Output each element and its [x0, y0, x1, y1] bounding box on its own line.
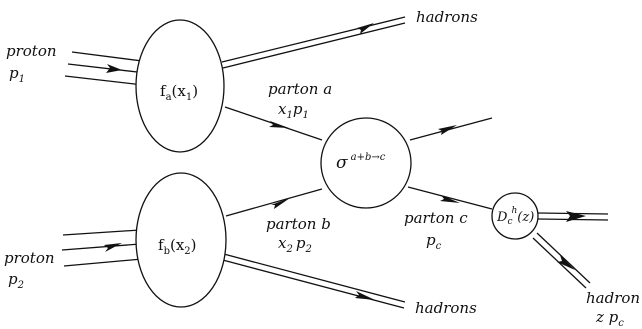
p2-label: p2 [8, 270, 24, 291]
parton-b-arrow [271, 198, 290, 209]
parton-b-line [225, 188, 323, 217]
parton-a-label: parton a [268, 80, 332, 98]
p1-label: p1 [9, 64, 25, 85]
hadrons-bottom-lines [218, 252, 406, 309]
parton-a-momentum: x1p1 [278, 100, 309, 121]
d-out-down-lines [532, 232, 591, 289]
proton1-arrow [106, 64, 122, 73]
sigma-blob [320, 117, 412, 209]
zpc-label: z pc [595, 308, 624, 329]
sigma-out-line [409, 117, 493, 141]
hadrons-bottom-arrow [355, 291, 375, 300]
proton1-lines [64, 51, 151, 86]
pc-label: pc [426, 231, 442, 252]
proton2-arrow [104, 243, 122, 252]
d-label: Dch(z) [496, 206, 534, 227]
hadrons-top-arrow [357, 23, 374, 34]
hadrons-top-lines [221, 16, 406, 69]
parton-c-arrow [440, 195, 460, 203]
sigma-out-arrow [438, 125, 457, 135]
proton2-label: proton [4, 249, 55, 267]
d-blob [491, 192, 539, 240]
hadron-label: hadron [586, 289, 640, 307]
parton-c-label: parton c [404, 209, 468, 227]
proton2-lines [61, 229, 143, 267]
hadrons-bottom-label: hadrons [415, 299, 477, 317]
parton-a-arrow [269, 121, 289, 128]
fa-blob [135, 19, 225, 153]
d-out-right-lines [537, 211, 609, 222]
d-out-down-arrow [557, 255, 575, 270]
parton-a-line [224, 106, 323, 141]
d-out-right-arrow [566, 211, 586, 222]
hadrons-top-label: hadrons [416, 8, 478, 26]
parton-c-line [407, 186, 493, 210]
parton-b-label: parton b [266, 215, 331, 233]
proton1-label: proton [6, 42, 57, 60]
fb-label: fb(x2) [158, 236, 197, 257]
fa-label: fa(x1) [160, 82, 198, 103]
fb-blob [135, 172, 227, 308]
